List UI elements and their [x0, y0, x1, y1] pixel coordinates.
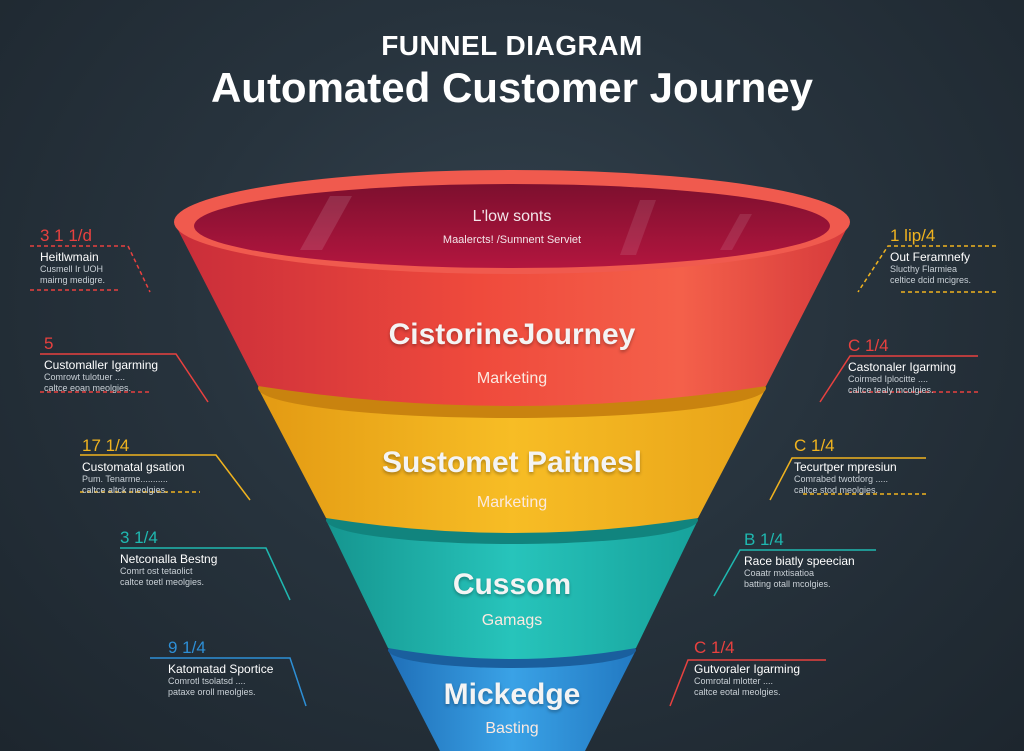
callout-right-3: C 1/4 Tecurtper mpresiun Comrabed twotdo…: [794, 436, 897, 496]
callout-line: caltce toetl meolgies.: [120, 577, 205, 587]
callout-left-4: 3 1/4 Netconalla Bestng Comrt ost tetaol…: [120, 528, 217, 588]
callout-heading: Castonaler Igarming: [848, 360, 957, 374]
callout-line: batting otall mcolgies.: [744, 579, 831, 589]
callout-heading: Out Feramnefy: [890, 250, 971, 264]
stage-4-subtitle: Basting: [485, 720, 539, 737]
callout-line: Coaatr mxtisatioa: [744, 568, 815, 578]
callout-heading: Tecurtper mpresiun: [794, 460, 897, 474]
stage-1-subtitle: Marketing: [476, 370, 548, 387]
callout-heading: Customatal gsation: [82, 460, 185, 474]
callout-left-2: 5 Customaller Igarming Comrowt tulotuer …: [44, 334, 158, 394]
callout-line: Pum. Tenarme...........: [82, 474, 168, 484]
callout-heading: Gutvoraler Igarming: [694, 662, 801, 676]
callout-line: pataxe oroll meolgies.: [168, 687, 256, 697]
callout-number: 3 1 1/d: [40, 226, 92, 245]
callout-number: B 1/4: [744, 530, 784, 549]
callout-right-4: B 1/4 Race biatly speecian Coaatr mxtisa…: [744, 530, 855, 590]
callout-line: caltce eotal meolgies.: [694, 687, 781, 697]
callout-line: Comrotl tsolatsd ....: [168, 676, 246, 686]
callout-left-1: 3 1 1/d Heitlwmain Cusmell Ir UOH mairng…: [40, 226, 105, 286]
callout-number: C 1/4: [794, 436, 835, 455]
callout-line: Comrotal mlotter ....: [694, 676, 774, 686]
callout-line: Comrowt tulotuer ....: [44, 372, 126, 382]
diagram-kicker: FUNNEL DIAGRAM: [381, 30, 643, 61]
callout-line: caltce eoan meolgies.: [44, 383, 132, 393]
callout-line: Cusmell Ir UOH: [40, 264, 104, 274]
callout-number: 9 1/4: [168, 638, 206, 657]
connectors-left: [30, 245, 307, 707]
stage-3-title: Cussom: [452, 568, 572, 601]
callout-number: C 1/4: [848, 336, 889, 355]
callout-line: caltce stod meolgies.: [794, 485, 879, 495]
callout-line: Coirmed Iplocitte ....: [848, 374, 929, 384]
stage-1-title: CistorineJourney: [388, 318, 636, 351]
callout-right-2: C 1/4 Castonaler Igarming Coirmed Iploci…: [848, 336, 956, 396]
stage-4-title: Mickedge: [443, 678, 581, 711]
stage-2-title: Sustomet Paitnesl: [381, 446, 643, 479]
callout-number: 1 lip/4: [890, 226, 936, 245]
callout-number: C 1/4: [694, 638, 735, 657]
callout-heading: Netconalla Bestng: [120, 552, 218, 566]
callout-number: 5: [44, 334, 54, 353]
callout-heading: Heitlwmain: [40, 250, 99, 264]
callout-line: caltce altck meolgies.: [82, 485, 168, 495]
funnel-stage-1: [174, 170, 850, 406]
callout-number: 3 1/4: [120, 528, 158, 547]
callout-number: 17 1/4: [82, 436, 130, 455]
connectors-right: [669, 245, 996, 707]
callout-line: Comrabed twotdorg .....: [794, 474, 889, 484]
callout-heading: Customaller Igarming: [44, 358, 159, 372]
callout-left-3: 17 1/4 Customatal gsation Pum. Tenarme..…: [82, 436, 185, 496]
callout-right-1: 1 lip/4 Out Feramnefy Slucthy Flarmiea c…: [890, 226, 971, 286]
callout-heading: Race biatly speecian: [744, 554, 855, 568]
callout-line: caltce tealy mcolgies.: [848, 385, 934, 395]
callout-left-5: 9 1/4 Katomatad Sportice Comrotl tsolats…: [168, 638, 273, 698]
callout-line: mairng medigre.: [40, 275, 106, 285]
stage-2-subtitle: Marketing: [476, 494, 548, 511]
callout-line: Slucthy Flarmiea: [890, 264, 958, 274]
rim-title: L'low sonts: [472, 208, 552, 225]
callout-line: Comrt ost tetaolict: [120, 566, 193, 576]
rim-subtitle: Maalercts! /Sumnent Serviet: [442, 234, 582, 246]
stage-3-subtitle: Gamags: [481, 612, 543, 629]
callout-heading: Katomatad Sportice: [168, 662, 274, 676]
diagram-title: Automated Customer Journey: [210, 64, 814, 111]
callout-right-5: C 1/4 Gutvoraler Igarming Comrotal mlott…: [694, 638, 800, 698]
callout-line: celtice dcid mcigres.: [890, 275, 972, 285]
